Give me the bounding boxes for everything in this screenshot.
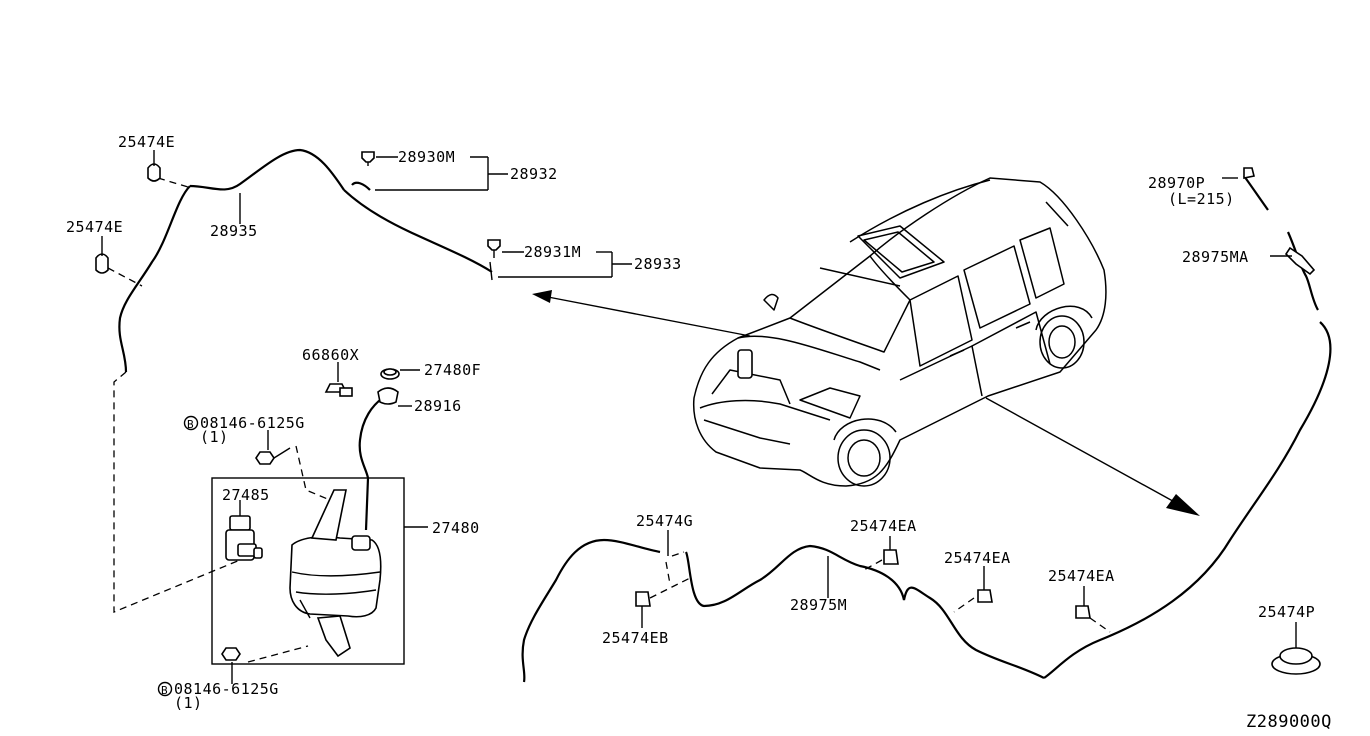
nozzle-28930m	[361, 151, 375, 166]
grommet-66860x	[324, 362, 353, 397]
label-28932: 28932	[510, 165, 558, 183]
label-25474p: 25474P	[1258, 603, 1315, 621]
clip-25474e-top	[147, 150, 161, 182]
nozzle-28970p	[1222, 167, 1269, 211]
front-washer-hose-28935	[107, 148, 345, 613]
label-28931m: 28931M	[524, 243, 581, 261]
clip-25474ea-3	[1075, 586, 1111, 633]
pointer-arrow-front	[532, 290, 751, 337]
label-28975m: 28975M	[790, 596, 847, 614]
label-25474ea-3: 25474EA	[1048, 567, 1115, 585]
clip-25474ea-2	[953, 566, 993, 613]
filler-tube-28916	[358, 387, 412, 531]
pointer-arrow-rear	[985, 397, 1200, 516]
nozzle-28931m	[487, 239, 501, 258]
bolt-08146-top	[255, 430, 331, 501]
label-25474ea-2: 25474EA	[944, 549, 1011, 567]
nozzle-hose-28932	[343, 181, 493, 281]
label-66860x: 66860X	[302, 346, 359, 364]
label-28970p-length: (L=215)	[1168, 190, 1235, 208]
washer-pump-27485	[225, 500, 263, 561]
label-27480: 27480	[432, 519, 480, 537]
label-08146-bottom-qty: (1)	[174, 694, 203, 712]
label-25474e-mid: 25474E	[66, 218, 123, 236]
rear-hose-28975m	[521, 321, 1332, 683]
cap-27480f	[380, 368, 420, 380]
reservoir-box-27480	[211, 477, 428, 665]
label-28935: 28935	[210, 222, 258, 240]
label-25474e-top: 25474E	[118, 133, 175, 151]
label-08146-bottom: 08146-6125G	[174, 680, 279, 698]
label-08146-top: 08146-6125G	[200, 414, 305, 432]
leader-28932-bracket	[375, 156, 508, 191]
label-28933: 28933	[634, 255, 682, 273]
label-25474ea-1: 25474EA	[850, 517, 917, 535]
label-28975ma: 28975MA	[1182, 248, 1249, 266]
label-28970p: 28970P	[1148, 174, 1205, 192]
label-25474g: 25474G	[636, 512, 693, 530]
bolt-marker-bottom: B	[157, 681, 173, 697]
label-27485: 27485	[222, 486, 270, 504]
label-28916: 28916	[414, 397, 462, 415]
bolt-marker-top-letter: B	[187, 418, 194, 431]
grommet-25474p	[1271, 622, 1321, 675]
bolt-marker-top: B	[183, 415, 199, 431]
diagram-code: Z289000Q	[1246, 712, 1332, 732]
label-08146-top-qty: (1)	[200, 428, 229, 446]
rear-nozzle-hose-28975ma	[1270, 231, 1319, 311]
leader-28933-bracket	[498, 251, 632, 278]
bolt-marker-bottom-letter: B	[161, 684, 168, 697]
label-27480f: 27480F	[424, 361, 481, 379]
clip-25474e-mid	[95, 236, 109, 274]
vehicle-illustration	[692, 177, 1107, 487]
clip-25474ea-1	[863, 536, 899, 571]
clip-25474eb	[635, 577, 691, 628]
label-28930m: 28930M	[398, 148, 455, 166]
label-25474eb: 25474EB	[602, 629, 669, 647]
washer-tank	[289, 489, 382, 658]
clip-25474g	[665, 530, 685, 585]
bolt-08146-bottom	[221, 645, 309, 684]
